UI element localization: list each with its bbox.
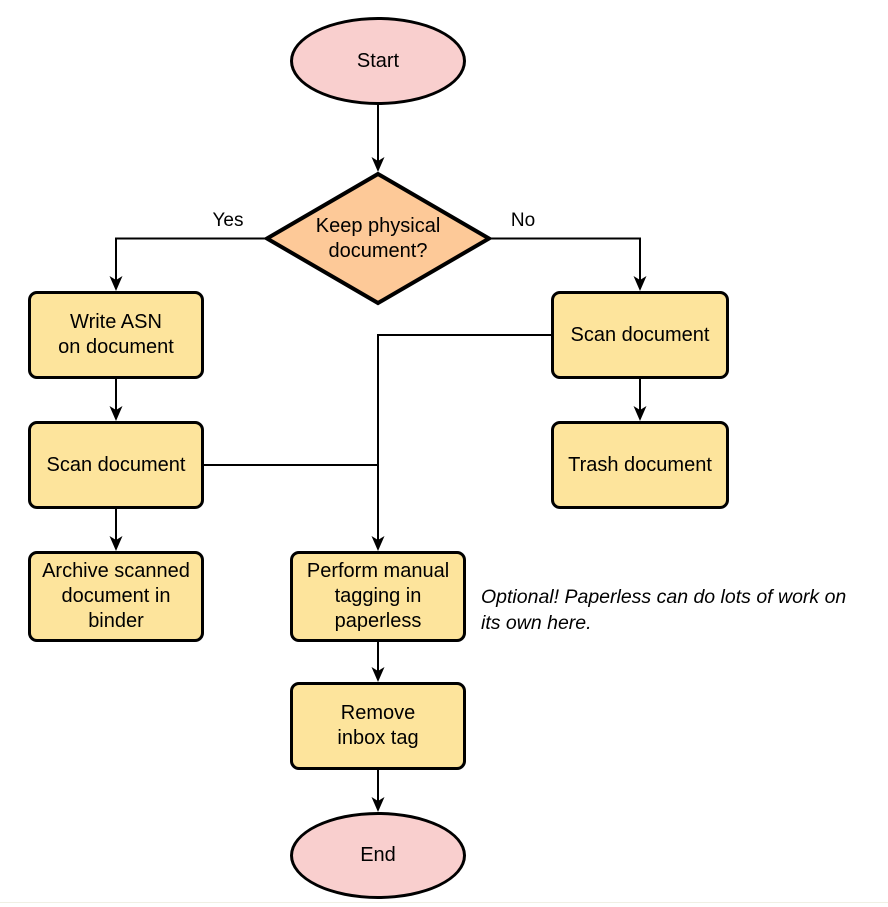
node-scan-right-label: Scan document bbox=[570, 323, 710, 346]
edge-label-no: No bbox=[510, 210, 536, 231]
arrowhead-no bbox=[633, 276, 647, 291]
arrowhead-yes bbox=[109, 276, 123, 291]
node-decision: Keep physical document? bbox=[278, 172, 478, 305]
node-start: Start bbox=[290, 17, 466, 105]
node-end-label: End bbox=[360, 844, 396, 866]
bottom-hairline bbox=[0, 902, 888, 903]
arrowhead-remove-end bbox=[371, 797, 385, 812]
node-scan-left: Scan document bbox=[28, 421, 204, 509]
decision-diamond-shape bbox=[263, 171, 493, 306]
node-tagging-label: Perform manual tagging in paperless bbox=[306, 560, 450, 632]
arrowhead-writeasn-scan bbox=[109, 406, 123, 421]
node-trash: Trash document bbox=[551, 421, 729, 509]
arrowhead-scanright-tagging bbox=[371, 536, 385, 551]
node-scan-left-label: Scan document bbox=[46, 453, 186, 476]
node-end: End bbox=[290, 812, 466, 899]
node-start-label: Start bbox=[356, 49, 400, 72]
node-remove-inbox: Remove inbox tag bbox=[290, 682, 466, 770]
node-archive-label: Archive scanned document in binder bbox=[42, 560, 190, 632]
node-trash-label: Trash document bbox=[568, 453, 712, 476]
connector-scanright-tagging bbox=[377, 334, 551, 540]
node-remove-inbox-label: Remove inbox tag bbox=[337, 702, 419, 749]
connector-yes bbox=[115, 237, 266, 280]
node-archive: Archive scanned document in binder bbox=[28, 551, 204, 642]
node-write-asn: Write ASN on document bbox=[28, 291, 204, 379]
connector-no bbox=[490, 237, 641, 280]
arrowhead-start-decision bbox=[371, 157, 385, 172]
annotation-note: Optional! Paperless can do lots of work … bbox=[481, 586, 847, 634]
arrowhead-scan-trash bbox=[633, 406, 647, 421]
node-tagging: Perform manual tagging in paperless bbox=[290, 551, 466, 642]
node-write-asn-label: Write ASN on document bbox=[58, 311, 174, 358]
node-decision-label: Keep physical document? bbox=[315, 214, 441, 262]
arrowhead-scan-archive bbox=[109, 536, 123, 551]
edge-label-yes: Yes bbox=[212, 210, 244, 231]
arrowhead-tagging-remove bbox=[371, 667, 385, 682]
node-scan-right: Scan document bbox=[551, 291, 729, 379]
